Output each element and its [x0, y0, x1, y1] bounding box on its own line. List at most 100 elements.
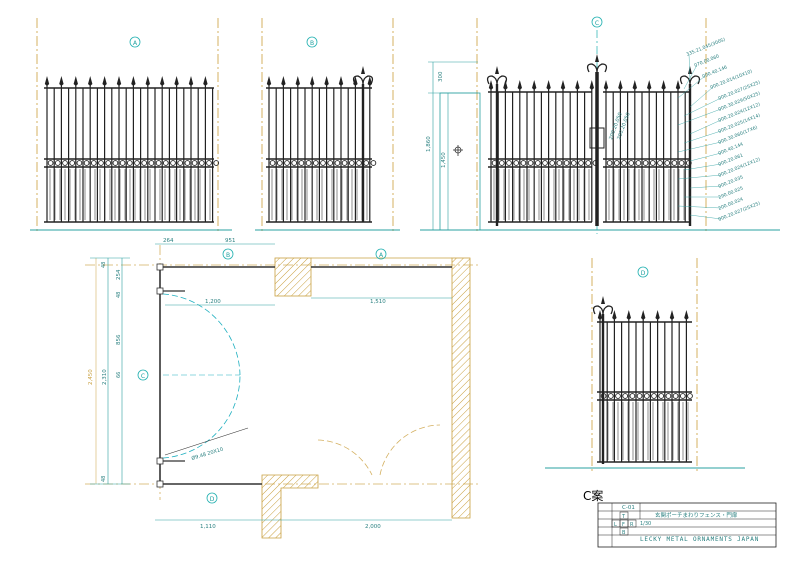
callout-label: 070.00.060 — [694, 53, 721, 68]
scroll-ornament-icon — [76, 160, 83, 166]
dim-1450: 1,450 — [441, 152, 447, 168]
spear-finial-icon — [116, 76, 122, 86]
post-finial-icon — [601, 296, 605, 304]
callout-leader — [677, 141, 722, 153]
scroll-ornament-icon — [213, 160, 220, 166]
spear-finial-icon — [618, 80, 623, 90]
callout-leader — [677, 205, 722, 209]
scroll-ornament-icon — [613, 160, 620, 166]
scroll-ornament-icon — [119, 160, 126, 166]
scroll-ornament-icon — [112, 160, 119, 166]
spear-finial-icon — [669, 310, 675, 320]
spear-finial-icon — [589, 80, 594, 90]
scroll-ornament-icon — [651, 393, 657, 399]
dim-2000: 2,000 — [365, 524, 381, 530]
scroll-ornament-icon — [506, 160, 512, 166]
section-marker-a-plan: A — [379, 252, 384, 259]
callout-leader — [689, 185, 722, 189]
spear-finial-icon — [546, 80, 551, 90]
spear-finial-icon — [503, 80, 508, 90]
scroll-ornament-icon — [520, 160, 527, 166]
dim-small-3: 48 — [101, 262, 107, 268]
scroll-ornament-icon — [635, 160, 642, 166]
scroll-ornament-icon — [184, 160, 191, 166]
scroll-ornament-icon — [198, 160, 205, 166]
section-marker-d-top: D — [641, 270, 646, 277]
scroll-ornament-icon — [621, 160, 627, 166]
callout-leader — [689, 119, 722, 135]
callout-leader — [688, 53, 691, 81]
scroll-ornament-icon — [628, 160, 635, 166]
scroll-ornament-icon — [356, 160, 362, 166]
spear-finial-icon — [160, 76, 165, 86]
scroll-ornament-icon — [298, 160, 305, 166]
section-marker-d-plan: D — [210, 496, 215, 503]
dim-1510: 1,510 — [370, 299, 386, 305]
scroll-ornament-icon — [284, 160, 290, 166]
spear-finial-icon — [338, 76, 344, 86]
spear-finial-icon — [575, 80, 580, 90]
scroll-ornament-icon — [170, 160, 176, 166]
section-marker-b-top: B — [310, 40, 314, 47]
callout-leader — [683, 97, 722, 117]
scroll-ornament-icon — [126, 160, 133, 166]
scroll-ornament-icon — [498, 160, 505, 166]
scroll-ornament-icon — [105, 160, 112, 166]
scroll-ornament-icon — [665, 393, 672, 399]
callout-leader — [683, 130, 722, 144]
post-finial-icon — [361, 66, 365, 74]
scroll-ornament-icon — [534, 160, 541, 166]
gate-elevation-c — [486, 54, 701, 226]
callout-leader — [683, 64, 698, 90]
dim-254: 254 — [116, 269, 122, 280]
spear-finial-icon — [203, 76, 208, 86]
scroll-ornament-icon — [527, 160, 534, 166]
scroll-ornament-icon — [629, 393, 636, 399]
post-finial-icon — [688, 66, 692, 74]
spear-finial-icon — [560, 80, 566, 90]
post-finial-icon — [495, 66, 499, 74]
scroll-ornament-icon — [671, 160, 678, 166]
plan-view: 264 951 1,200 1,510 1,110 2,000 2,450 2,… — [85, 238, 480, 539]
callout-leader — [677, 108, 722, 126]
spear-finial-icon — [310, 76, 315, 86]
fence-elevation-b — [266, 66, 377, 223]
scroll-ornament-icon — [90, 160, 97, 166]
spear-finial-icon — [488, 80, 494, 90]
drawing-title: 玄関ポーチまわりフェンス・門扉 — [655, 511, 738, 519]
scroll-ornament-icon — [672, 393, 679, 399]
elevation-b: B — [255, 18, 400, 234]
scroll-ornament-icon — [607, 393, 614, 399]
scroll-ornament-icon — [687, 393, 693, 399]
spear-finial-icon — [59, 76, 64, 86]
spear-finial-icon — [324, 76, 329, 86]
spear-finial-icon — [266, 76, 272, 86]
scroll-ornament-icon — [657, 160, 663, 166]
spear-finial-icon — [102, 76, 107, 86]
spear-finial-icon — [632, 80, 637, 90]
spear-finial-icon — [675, 80, 681, 90]
scroll-ornament-icon — [69, 160, 76, 166]
callout-leader — [677, 75, 706, 99]
scroll-ornament-icon — [98, 160, 104, 166]
spear-finial-icon — [661, 80, 666, 90]
spear-finial-icon — [647, 80, 652, 90]
row-letter-f: F — [622, 522, 625, 528]
dim-1200: 1,200 — [205, 299, 221, 305]
spear-finial-icon — [641, 310, 646, 320]
elevation-c: C 300 1,860 1,450 335.21.045(300S)070.00… — [420, 16, 780, 234]
scroll-ornament-icon — [327, 160, 334, 166]
post-scroll-icon — [592, 305, 614, 315]
scroll-ornament-icon — [606, 160, 613, 166]
elevation-d: D — [545, 258, 745, 472]
row-letter-b: B — [622, 530, 626, 536]
post-note: Ø9.48 20X10 — [191, 446, 224, 462]
scroll-ornament-icon — [148, 160, 155, 166]
scroll-ornament-icon — [206, 160, 212, 166]
spear-finial-icon — [603, 80, 609, 90]
scroll-ornament-icon — [658, 393, 665, 399]
dim-1110: 1,110 — [200, 524, 216, 530]
fence-elevation-a — [44, 76, 220, 223]
scroll-ornament-icon — [334, 160, 341, 166]
